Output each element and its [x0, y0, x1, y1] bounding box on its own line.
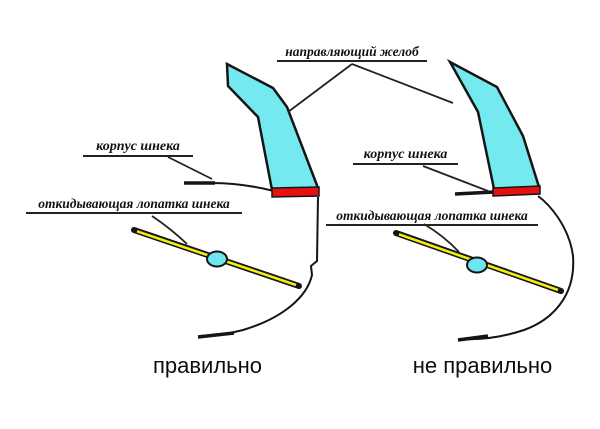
right-blade-leader-line	[423, 223, 460, 253]
correct-caption: правильно	[152, 353, 263, 378]
left-auger-housing-label: корпус шнека	[83, 139, 193, 157]
right-housing-outline	[460, 195, 575, 341]
left-chute-strip	[271, 186, 320, 198]
left-housing-bottom-tick	[197, 331, 235, 339]
left-housing-top-line	[211, 182, 275, 192]
right-folding-blade-label: откидывающая лопатка шнека	[326, 208, 538, 226]
left-blade-leader-line	[151, 215, 188, 245]
right-auger-housing-label: корпус шнека	[353, 147, 458, 165]
right-housing-top-tick	[454, 190, 495, 196]
right-housing-leader-line	[422, 165, 489, 192]
right-chute-strip	[492, 185, 541, 197]
guide-chute-label: направляющий желоб	[277, 44, 427, 62]
title-leader-line-right	[351, 63, 454, 104]
left-guide-chute	[225, 61, 320, 192]
left-housing-leader-line	[167, 156, 213, 180]
right-housing-bottom-tick	[457, 334, 489, 342]
left-folding-blade-label: откидывающая лопатка шнека	[26, 196, 242, 214]
right-guide-chute	[446, 58, 541, 191]
right-blade-pivot	[466, 256, 488, 274]
title-leader-line-left	[287, 63, 353, 113]
incorrect-caption: не правильно	[412, 353, 553, 378]
left-blade-pivot	[206, 250, 228, 268]
